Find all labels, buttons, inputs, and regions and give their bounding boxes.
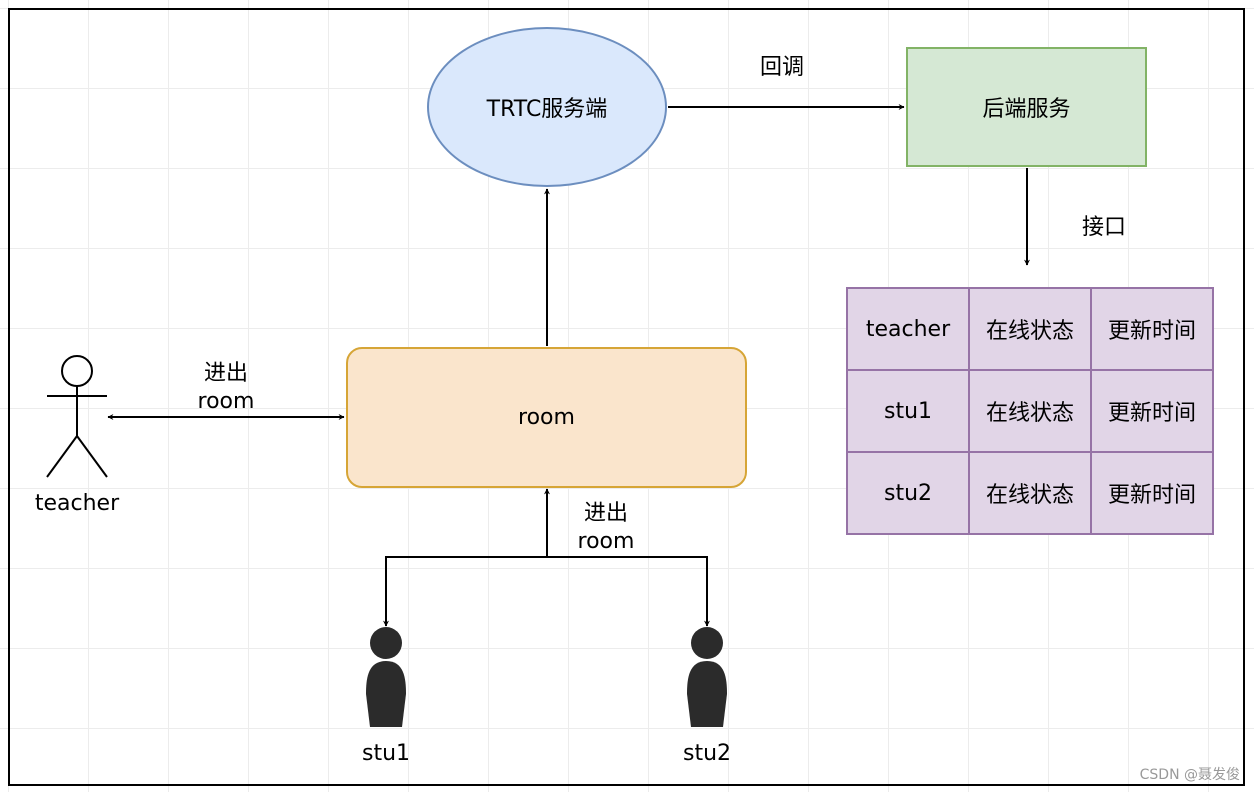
students-enter-exit-label: 进出 room: [570, 500, 642, 556]
table-cell-time: 更新时间: [1090, 287, 1214, 371]
table-row: teacher 在线状态 更新时间: [846, 287, 1214, 371]
students-enter-exit-line2: room: [577, 529, 635, 554]
table-cell-status: 在线状态: [968, 451, 1092, 535]
table-cell-name: teacher: [846, 287, 970, 371]
student2-label: stu2: [682, 741, 732, 766]
teacher-actor-label: teacher: [34, 491, 120, 516]
watermark: CSDN @聂发俊: [1139, 767, 1240, 783]
status-table: teacher 在线状态 更新时间 stu1 在线状态 更新时间 stu2 在线…: [846, 287, 1214, 535]
table-cell-time: 更新时间: [1090, 451, 1214, 535]
interface-label: 接口: [1082, 215, 1127, 240]
student1-person-icon: [366, 627, 406, 727]
table-cell-name: stu2: [846, 451, 970, 535]
students-branch-connector: [385, 556, 708, 624]
student1-label: stu1: [361, 741, 411, 766]
table-cell-time: 更新时间: [1090, 369, 1214, 453]
teacher-enter-exit-label: 进出 room: [190, 360, 262, 416]
teacher-enter-exit-line2: room: [197, 389, 255, 414]
teacher-actor-icon: [46, 355, 108, 478]
table-cell-name: stu1: [846, 369, 970, 453]
students-enter-exit-line1: 进出: [583, 501, 628, 526]
trtc-server-label: TRTC服务端: [486, 97, 608, 122]
room-label: room: [518, 405, 575, 430]
callback-label: 回调: [760, 55, 805, 80]
backend-service-node: 后端服务: [906, 47, 1147, 167]
teacher-enter-exit-line1: 进出: [203, 361, 248, 386]
table-row: stu1 在线状态 更新时间: [846, 369, 1214, 453]
student2-person-icon: [687, 627, 727, 727]
backend-service-label: 后端服务: [982, 97, 1071, 122]
room-node: room: [346, 347, 747, 488]
table-cell-status: 在线状态: [968, 369, 1092, 453]
table-row: stu2 在线状态 更新时间: [846, 451, 1214, 535]
table-cell-status: 在线状态: [968, 287, 1092, 371]
trtc-server-node: TRTC服务端: [427, 27, 667, 187]
diagram-frame: [8, 8, 1245, 786]
